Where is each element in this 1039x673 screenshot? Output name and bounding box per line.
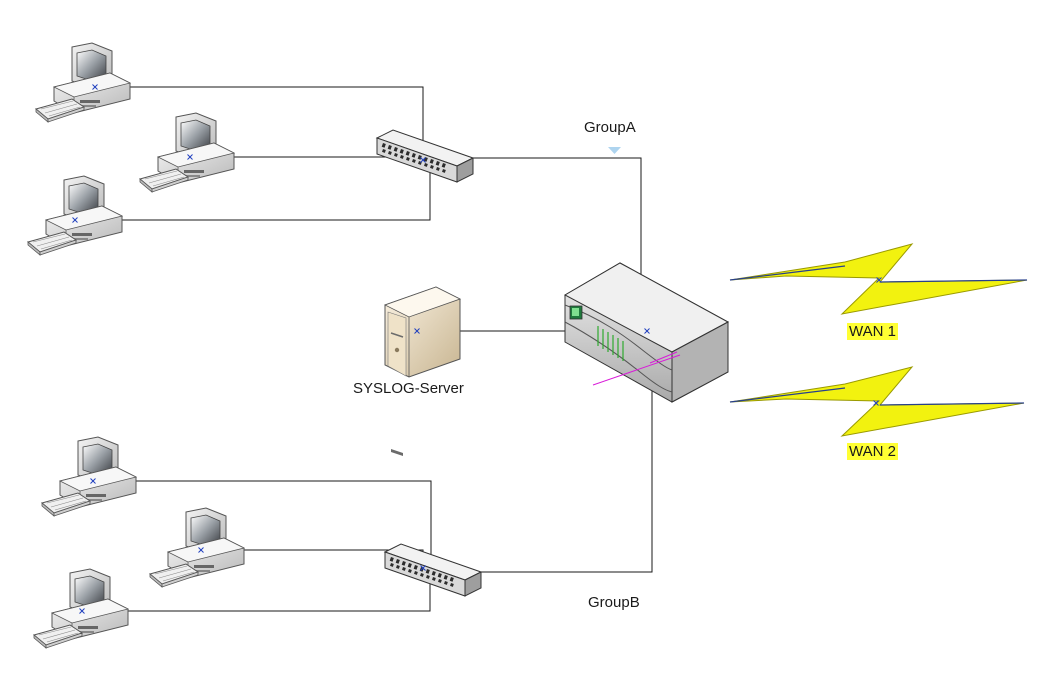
network-switch-icon — [384, 543, 482, 597]
link-switch-b-router — [430, 378, 653, 573]
desktop-computer-icon — [33, 568, 129, 649]
link-switch-a-router — [430, 157, 642, 330]
link-pc-a1-switch-a — [95, 86, 424, 160]
link-pc-b1-switch-b — [93, 480, 432, 562]
desktop-computer-icon — [27, 175, 123, 256]
wan-2-label: WAN 2 — [847, 443, 898, 460]
wan-2-link — [729, 366, 1025, 437]
desktop-computer-icon — [41, 436, 137, 517]
server-icon — [383, 286, 462, 456]
group-a-marker — [608, 147, 621, 154]
desktop-computer-icon — [139, 112, 235, 193]
link-pc-b3-switch-b — [82, 577, 431, 612]
group-b-label: GroupB — [588, 594, 640, 611]
syslog-server-label: SYSLOG-Server — [353, 380, 464, 397]
wan-1-label: WAN 1 — [847, 323, 898, 340]
link-pc-a3-switch-a — [75, 165, 431, 221]
desktop-computer-icon — [35, 42, 131, 123]
group-a-label: GroupA — [584, 119, 636, 136]
router-icon — [563, 262, 730, 403]
network-switch-icon — [376, 129, 474, 183]
wan-1-link — [729, 243, 1028, 315]
desktop-computer-icon — [149, 507, 245, 588]
lightning-bolt-icon — [729, 366, 1025, 437]
